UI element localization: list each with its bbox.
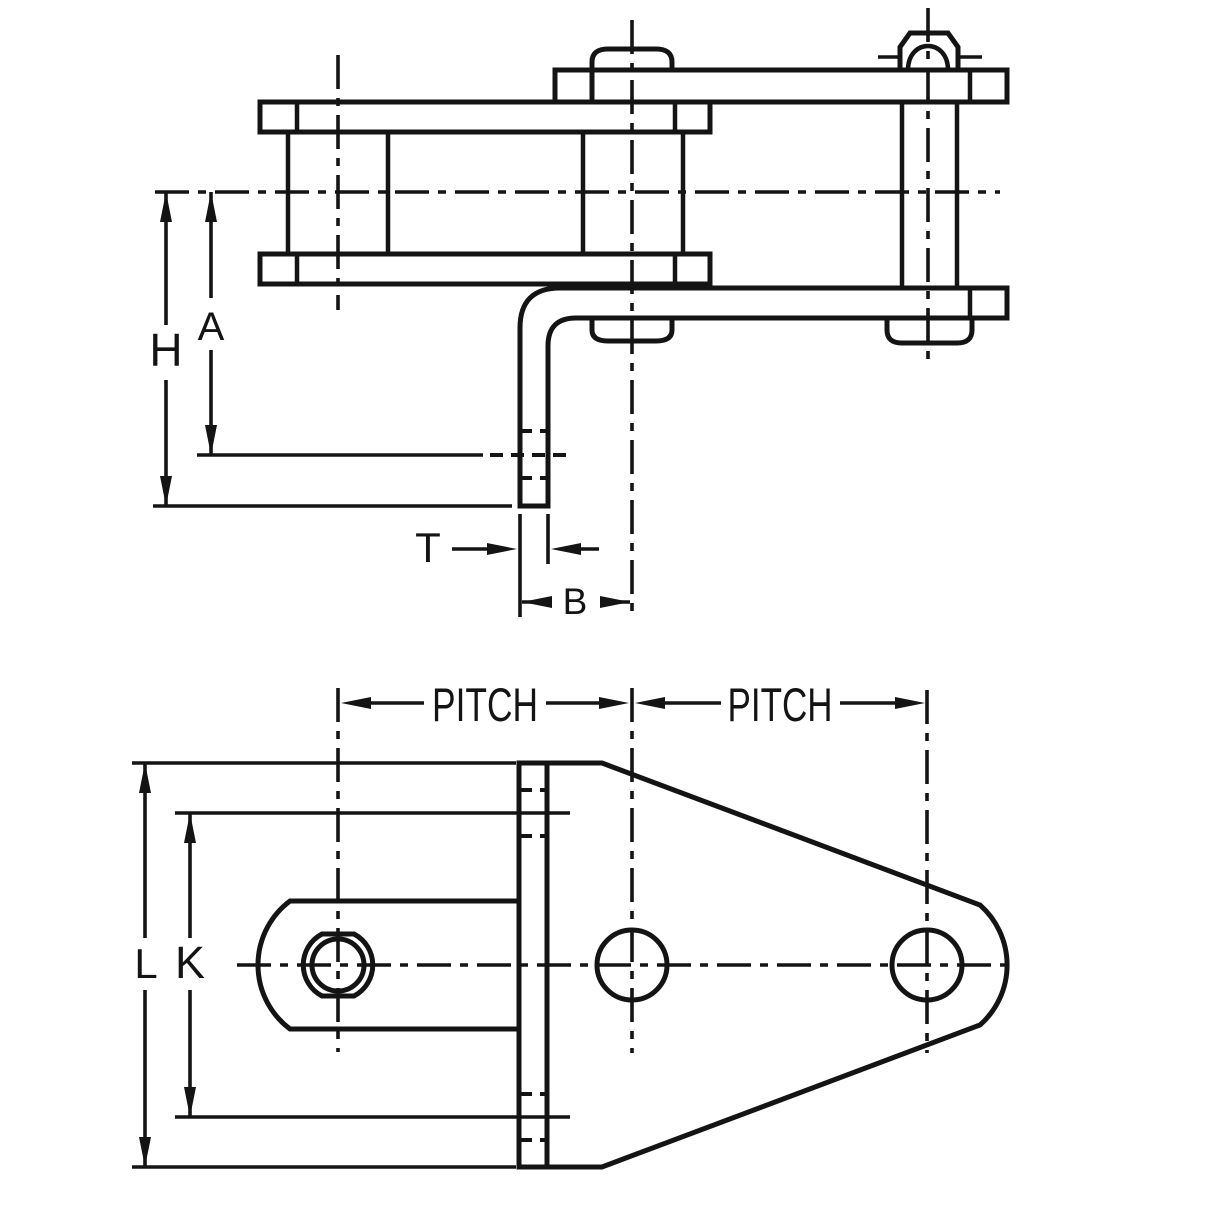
side-view: H A T B <box>149 8 1010 622</box>
dimension-pitch-left: PITCH <box>341 678 629 731</box>
l-arrow-up <box>139 763 151 793</box>
pitch-left-label: PITCH <box>432 678 538 731</box>
roller-link-plate-top-ticks <box>294 99 678 135</box>
k-arrow-up <box>184 813 196 843</box>
bent-attachment-plate <box>517 285 1010 509</box>
dimension-h: H <box>149 192 512 508</box>
a-arrow-up <box>205 192 217 222</box>
a-label: A <box>198 305 225 349</box>
bushing-hole-outer <box>300 931 376 999</box>
pin-head-bottom-joint-3 <box>884 315 975 346</box>
b-arrow-left <box>522 596 552 608</box>
a-arrow-down <box>205 425 217 455</box>
pitch-right-arrow-left <box>635 697 665 709</box>
flange-hidden-hole <box>490 429 572 480</box>
dimension-l: L <box>132 761 516 1169</box>
t-extension-lines <box>518 514 550 617</box>
pitch-left-arrow-left <box>341 697 371 709</box>
l-extension-lines <box>132 761 516 1169</box>
pin-end-dome-joint-3 <box>905 43 951 73</box>
pin-joint-3 <box>899 99 960 291</box>
roller-link-plate-top <box>257 99 713 135</box>
b-label: B <box>563 581 588 622</box>
hidden-hole-edges <box>519 429 548 480</box>
l-label: L <box>134 940 157 987</box>
t-arrow-right <box>487 543 517 555</box>
side-view-centerlines <box>155 8 1000 617</box>
k-extension-lines <box>175 811 570 1119</box>
dimension-t: T <box>415 514 599 617</box>
roller-link-plate-bottom-ticks <box>294 251 678 287</box>
h-arrow-up <box>160 192 172 222</box>
pin-nut-joint-3 <box>897 30 961 73</box>
b-arrow-right <box>600 596 630 608</box>
pitch-right-arrow-right <box>895 697 925 709</box>
dimension-pitch-right: PITCH <box>635 678 925 731</box>
h-arrow-down <box>160 476 172 506</box>
k-arrow-down <box>184 1087 196 1117</box>
pin-link-plate-top <box>552 67 1010 105</box>
pitch-right-label: PITCH <box>728 678 833 731</box>
l-arrow-down <box>139 1137 151 1167</box>
pin-link-plate-end-ticks <box>589 67 973 105</box>
k-label: K <box>175 937 205 988</box>
pitch-left-arrow-right <box>599 697 629 709</box>
plan-view-centerlines <box>237 688 1015 1053</box>
t-label: T <box>415 524 441 571</box>
roller-link-plate-bottom <box>257 251 713 287</box>
plan-view: PITCH PITCH L K <box>132 678 1015 1170</box>
t-arrow-left <box>551 543 581 555</box>
dimension-k: K <box>175 811 570 1119</box>
dimension-a: A <box>197 192 483 457</box>
dimension-b: B <box>522 581 630 622</box>
h-label: H <box>149 324 182 376</box>
